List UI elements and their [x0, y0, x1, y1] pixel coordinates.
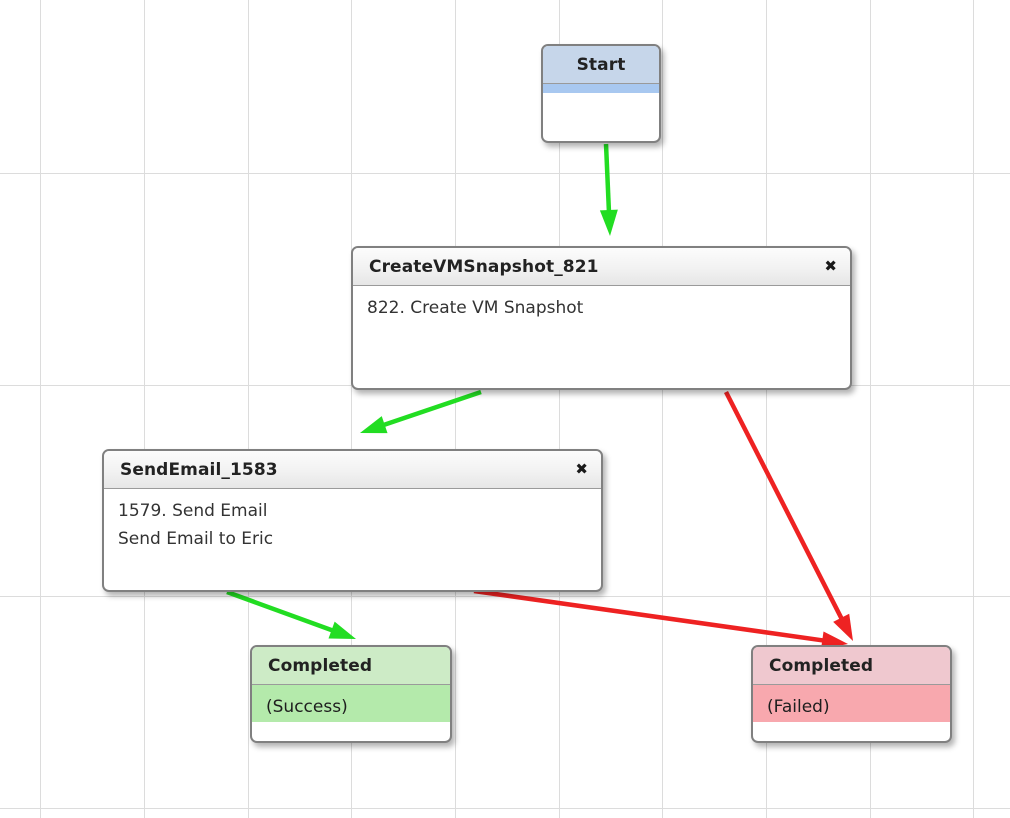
grid-line-vertical: [144, 0, 145, 818]
node-send-email-title: SendEmail_1583: [120, 459, 278, 480]
close-icon[interactable]: ✖: [575, 460, 588, 478]
node-completed-failed-body: (Failed): [753, 685, 950, 722]
node-body-line: 1579. Send Email: [118, 501, 268, 521]
grid-line-vertical: [248, 0, 249, 818]
node-send-email-header: SendEmail_1583 ✖: [104, 451, 601, 489]
node-completed-failed-title: Completed: [769, 655, 874, 676]
grid-line-vertical: [870, 0, 871, 818]
node-completed-success[interactable]: Completed (Success): [250, 645, 452, 743]
grid-line-vertical: [559, 0, 560, 818]
node-body-line: (Success): [266, 697, 348, 717]
node-start[interactable]: Start: [541, 44, 661, 143]
node-create-vm-snapshot-title: CreateVMSnapshot_821: [369, 256, 599, 277]
node-completed-success-body: (Success): [252, 685, 450, 722]
grid-line-horizontal: [0, 808, 1010, 809]
node-completed-success-header: Completed: [252, 647, 450, 685]
node-body-line: Send Email to Eric: [118, 528, 274, 549]
node-start-header: Start: [543, 46, 659, 84]
node-body-line: (Failed): [767, 697, 830, 717]
grid-line-horizontal: [0, 173, 1010, 174]
node-completed-failed-header: Completed: [753, 647, 950, 685]
node-body-line: 822. Create VM Snapshot: [367, 298, 584, 318]
node-start-body: [543, 84, 659, 93]
grid-line-horizontal: [0, 596, 1010, 597]
close-icon[interactable]: ✖: [824, 257, 837, 275]
node-start-title: Start: [576, 54, 626, 75]
node-create-vm-snapshot-header: CreateVMSnapshot_821 ✖: [353, 248, 850, 286]
node-create-vm-snapshot[interactable]: CreateVMSnapshot_821 ✖ 822. Create VM Sn…: [351, 246, 852, 390]
node-create-vm-snapshot-body: 822. Create VM Snapshot: [353, 286, 850, 323]
grid-line-vertical: [351, 0, 352, 818]
node-completed-success-title: Completed: [268, 655, 373, 676]
grid-line-vertical: [40, 0, 41, 818]
node-completed-failed[interactable]: Completed (Failed): [751, 645, 952, 743]
grid-line-vertical: [973, 0, 974, 818]
grid-line-vertical: [455, 0, 456, 818]
grid-line-vertical: [662, 0, 663, 818]
